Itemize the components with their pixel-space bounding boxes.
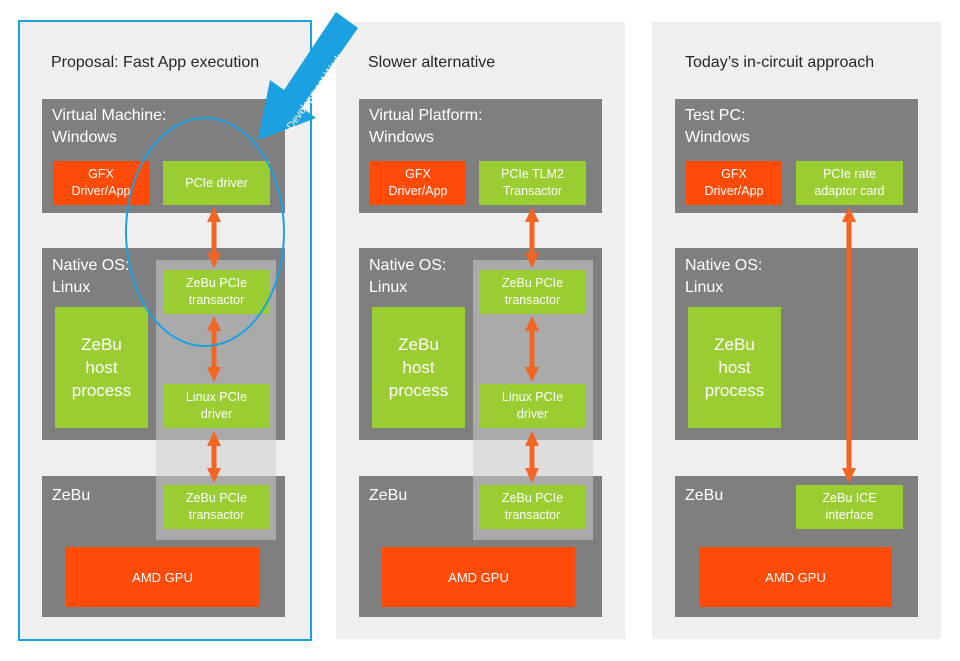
test-pc-title: Test PC: Windows bbox=[685, 107, 750, 146]
linux-pcie-driver: Linux PCIe driver bbox=[163, 384, 270, 428]
zebu-host-process: ZeBu host process bbox=[688, 307, 781, 428]
amd-gpu: AMD GPU bbox=[66, 547, 259, 607]
zebu-pcie-transactor-lower: ZeBu PCIe transactor bbox=[163, 485, 270, 529]
zebu-host-process: ZeBu host process bbox=[372, 307, 465, 428]
amd-gpu: AMD GPU bbox=[699, 547, 892, 607]
gfx-driver-app: GFX Driver/App bbox=[53, 161, 149, 205]
gfx-driver-app: GFX Driver/App bbox=[686, 161, 782, 205]
virtual-machine-title: Virtual Machine: Windows bbox=[52, 107, 167, 146]
zebu-pcie-transactor-upper: ZeBu PCIe transactor bbox=[479, 270, 586, 314]
native-os-title: Native OS: Linux bbox=[369, 257, 447, 296]
gfx-driver-app: GFX Driver/App bbox=[370, 161, 466, 205]
native-os-title: Native OS: Linux bbox=[685, 257, 763, 296]
zebu-title: ZeBu bbox=[685, 487, 724, 504]
zebu-pcie-transactor-lower: ZeBu PCIe transactor bbox=[479, 485, 586, 529]
zebu-host-process: ZeBu host process bbox=[55, 307, 148, 428]
native-os-title: Native OS: Linux bbox=[52, 257, 130, 296]
pcie-tlm2-transactor: PCIe TLM2 Transactor bbox=[479, 161, 586, 205]
zebu-title: ZeBu bbox=[52, 487, 91, 504]
panel-title: Slower alternative bbox=[368, 54, 496, 71]
pcie-rate-adaptor-card: PCIe rate adaptor card bbox=[796, 161, 903, 205]
panel-title: Today’s in-circuit approach bbox=[685, 54, 875, 71]
panel-title: Proposal: Fast App execution bbox=[51, 54, 260, 71]
virtual-platform-title: Virtual Platform: Windows bbox=[369, 107, 483, 146]
zebu-pcie-transactor-upper: ZeBu PCIe transactor bbox=[163, 270, 270, 314]
zebu-ice-interface: ZeBu ICE interface bbox=[796, 485, 903, 529]
amd-gpu: AMD GPU bbox=[382, 547, 575, 607]
zebu-title: ZeBu bbox=[369, 487, 408, 504]
linux-pcie-driver: Linux PCIe driver bbox=[479, 384, 586, 428]
pcie-driver: PCIe driver bbox=[163, 161, 270, 205]
